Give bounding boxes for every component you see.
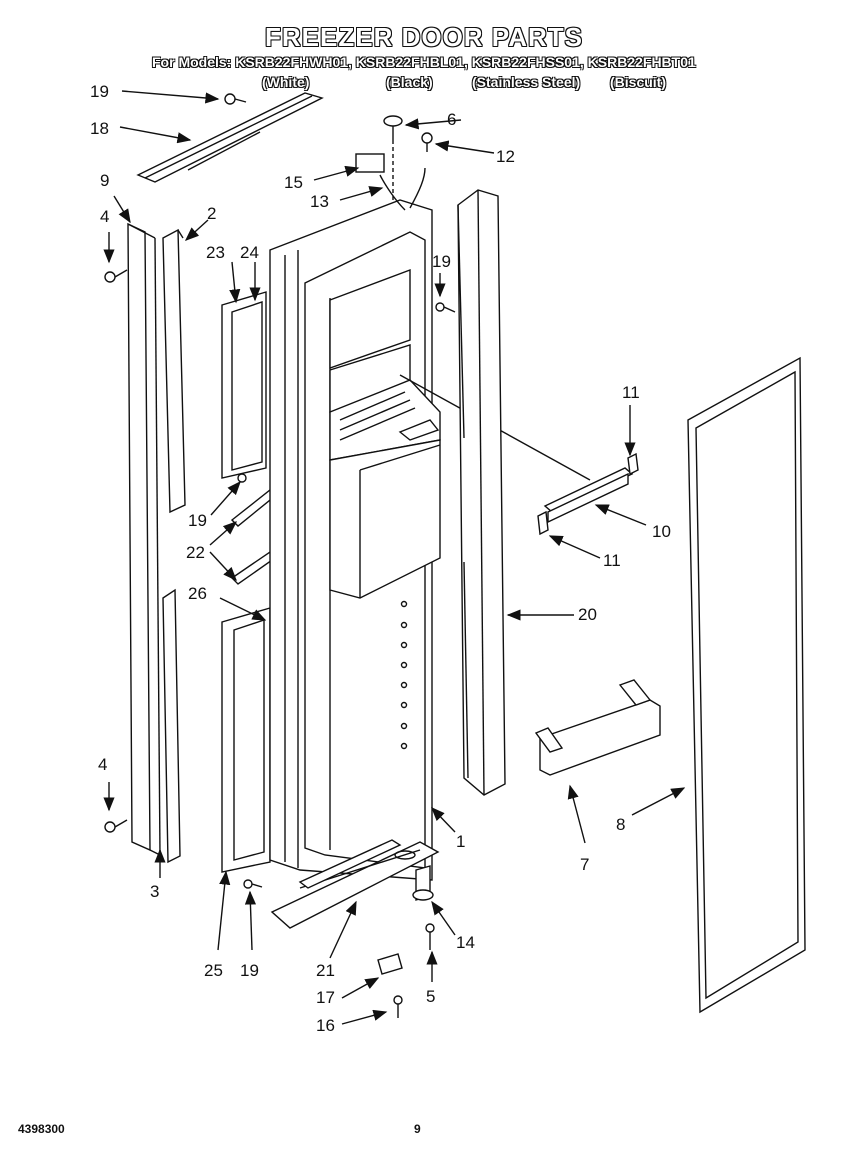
callout-14: 14 bbox=[456, 933, 475, 952]
fastener-icon bbox=[383, 115, 433, 200]
callout-11: 11 bbox=[622, 383, 640, 402]
callout-19: 19 bbox=[432, 252, 451, 271]
callout-7: 7 bbox=[580, 855, 589, 874]
callout-5: 5 bbox=[426, 987, 435, 1006]
hinge-hardware-icon bbox=[377, 865, 435, 1018]
callout-23: 23 bbox=[206, 243, 225, 262]
callout-19: 19 bbox=[240, 961, 259, 980]
door-liner-part bbox=[269, 153, 591, 881]
document-number: 4398300 bbox=[18, 1122, 65, 1136]
callout-13: 13 bbox=[310, 192, 329, 211]
callout-2: 2 bbox=[207, 204, 216, 223]
callout-4: 4 bbox=[100, 207, 109, 226]
page-number: 9 bbox=[414, 1122, 421, 1136]
left-handle-trim-part bbox=[127, 222, 161, 856]
callout-6: 6 bbox=[447, 110, 456, 129]
callout-9: 9 bbox=[100, 171, 109, 190]
callout-18: 18 bbox=[90, 119, 109, 138]
model-list: For Models: KSRB22FHWH01, KSRB22FHBL01, … bbox=[152, 54, 696, 70]
screw-icon bbox=[237, 302, 456, 889]
callout-17: 17 bbox=[316, 988, 335, 1007]
callout-19: 19 bbox=[90, 82, 109, 101]
callout-8: 8 bbox=[616, 815, 625, 834]
lower-side-trim-part bbox=[162, 588, 181, 864]
right-side-trim-part bbox=[457, 189, 506, 796]
callout-21: 21 bbox=[316, 961, 335, 980]
callout-16: 16 bbox=[316, 1016, 335, 1035]
callout-3: 3 bbox=[150, 882, 159, 901]
dispenser-bracket-part bbox=[230, 489, 277, 585]
page-title: FREEZER DOOR PARTS bbox=[265, 22, 583, 52]
callout-22: 22 bbox=[186, 543, 205, 562]
upper-side-trim-part bbox=[162, 228, 186, 514]
lower-gasket-part bbox=[221, 607, 271, 873]
callout-19: 19 bbox=[188, 511, 207, 530]
top-trim-part bbox=[136, 92, 324, 183]
callout-4: 4 bbox=[98, 755, 107, 774]
callout-26: 26 bbox=[188, 584, 207, 603]
callout-11: 11 bbox=[603, 551, 621, 570]
variant-white: (White) bbox=[262, 74, 310, 90]
variant-stainless: (Stainless Steel) bbox=[472, 74, 581, 90]
upper-gasket-part bbox=[221, 291, 267, 479]
variant-biscuit: (Biscuit) bbox=[610, 74, 666, 90]
shelf-rail-part bbox=[537, 452, 639, 536]
screw-icon bbox=[104, 269, 128, 833]
bottom-hinge-plate-part bbox=[270, 839, 440, 929]
callout-12: 12 bbox=[496, 147, 515, 166]
leader-lines bbox=[103, 90, 686, 1025]
callout-1: 1 bbox=[456, 832, 465, 851]
door-bin-part bbox=[534, 679, 661, 776]
screw-icon bbox=[224, 93, 247, 105]
callout-25: 25 bbox=[204, 961, 223, 980]
door-gasket-part bbox=[687, 356, 806, 1014]
callout-20: 20 bbox=[578, 605, 597, 624]
callout-10: 10 bbox=[652, 522, 671, 541]
variant-black: (Black) bbox=[386, 74, 433, 90]
callout-15: 15 bbox=[284, 173, 303, 192]
callout-24: 24 bbox=[240, 243, 259, 262]
